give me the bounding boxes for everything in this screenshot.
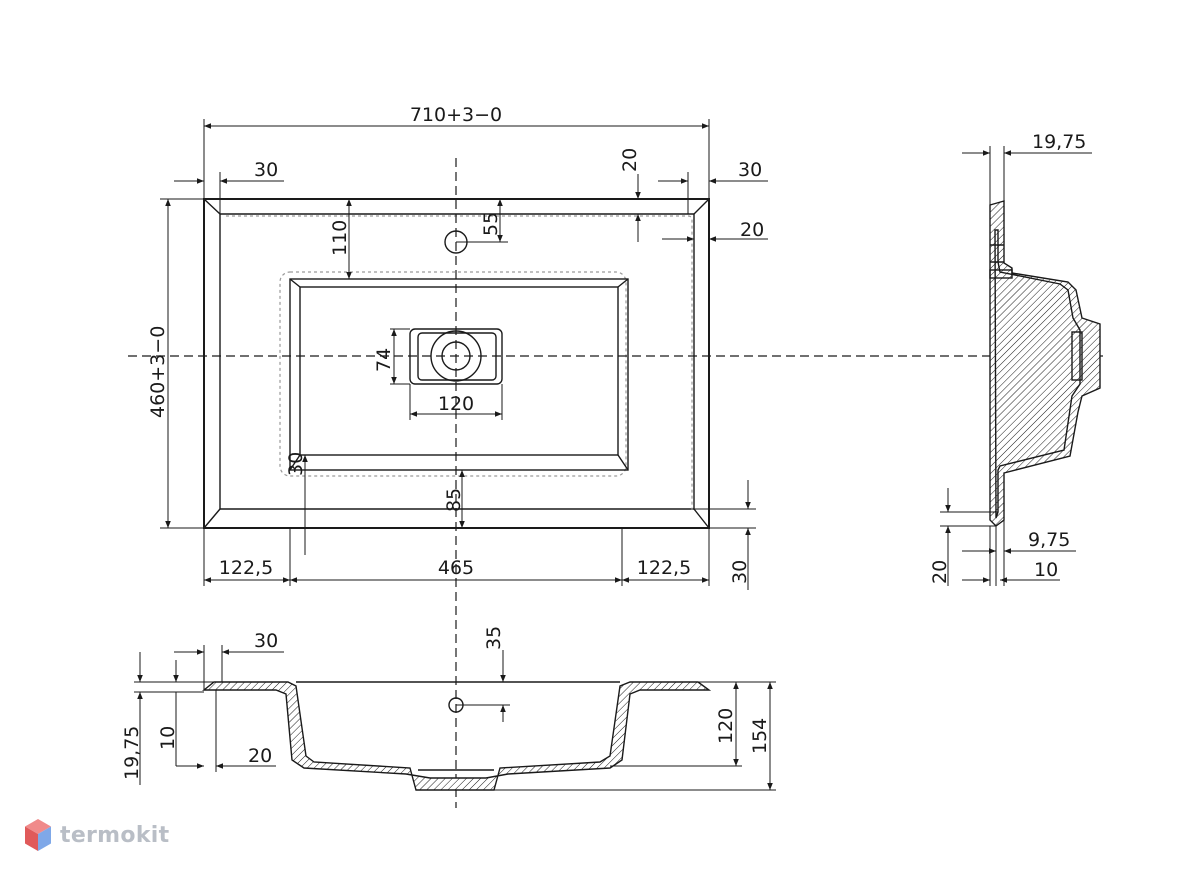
dim-bowl-width: 465 — [438, 557, 474, 579]
dim-bowl-corner: 30 — [285, 452, 307, 476]
dim-drain-depth: 74 — [373, 348, 395, 372]
dim-front-bowl-depth: 120 — [715, 708, 737, 744]
dim-rim-step-right: 20 — [740, 219, 764, 241]
dim-side-left: 122,5 — [219, 557, 273, 579]
bowl-inner — [299, 286, 619, 456]
dim-front-rim-width: 30 — [254, 630, 278, 652]
watermark: termokit — [24, 818, 169, 852]
dim-front-total-thickness: 19,75 — [121, 726, 143, 780]
hexagon-logo-icon — [25, 819, 51, 851]
dim-rim-right: 30 — [738, 159, 762, 181]
dim-overall-depth: 460+3−0 — [147, 326, 169, 418]
dim-rim-step-top: 20 — [619, 148, 641, 172]
dim-bottom-edge: 10 — [1034, 559, 1058, 581]
dim-front-rim: 30 — [729, 560, 751, 584]
side-section: 19,75 9,75 10 20 — [929, 131, 1101, 586]
dim-flange-thickness: 9,75 — [1028, 529, 1070, 551]
dim-front-edge: 10 — [157, 726, 179, 750]
logo-left-face — [25, 826, 38, 851]
dim-front-inner-offset: 20 — [248, 745, 272, 767]
bowl-outer — [289, 278, 629, 471]
dim-rim-left: 30 — [254, 159, 278, 181]
dim-top-thickness: 19,75 — [1032, 131, 1086, 153]
side-section-profile — [989, 200, 1101, 527]
dim-front-total-height: 154 — [749, 718, 771, 754]
dim-overall-width: 710+3−0 — [410, 104, 502, 126]
rim-dotted-guide — [226, 215, 693, 510]
dim-front-tap-hole: 35 — [483, 626, 505, 650]
watermark-text: termokit — [60, 822, 170, 848]
dim-side-right: 122,5 — [637, 557, 691, 579]
dim-drain-width: 120 — [438, 393, 474, 415]
dim-bowl-offset-bottom: 85 — [443, 488, 465, 512]
dim-tap-hole-offset: 55 — [480, 212, 502, 236]
logo-right-face — [38, 826, 51, 851]
top-view: 710+3−0 30 30 20 20 55 110 460+3−0 — [128, 104, 1108, 808]
dim-bottom-step: 20 — [929, 560, 951, 584]
dim-bowl-offset-top: 110 — [329, 220, 351, 256]
bowl-dotted-outline — [279, 271, 627, 477]
front-section: 30 35 19,75 10 20 120 154 — [121, 626, 776, 791]
